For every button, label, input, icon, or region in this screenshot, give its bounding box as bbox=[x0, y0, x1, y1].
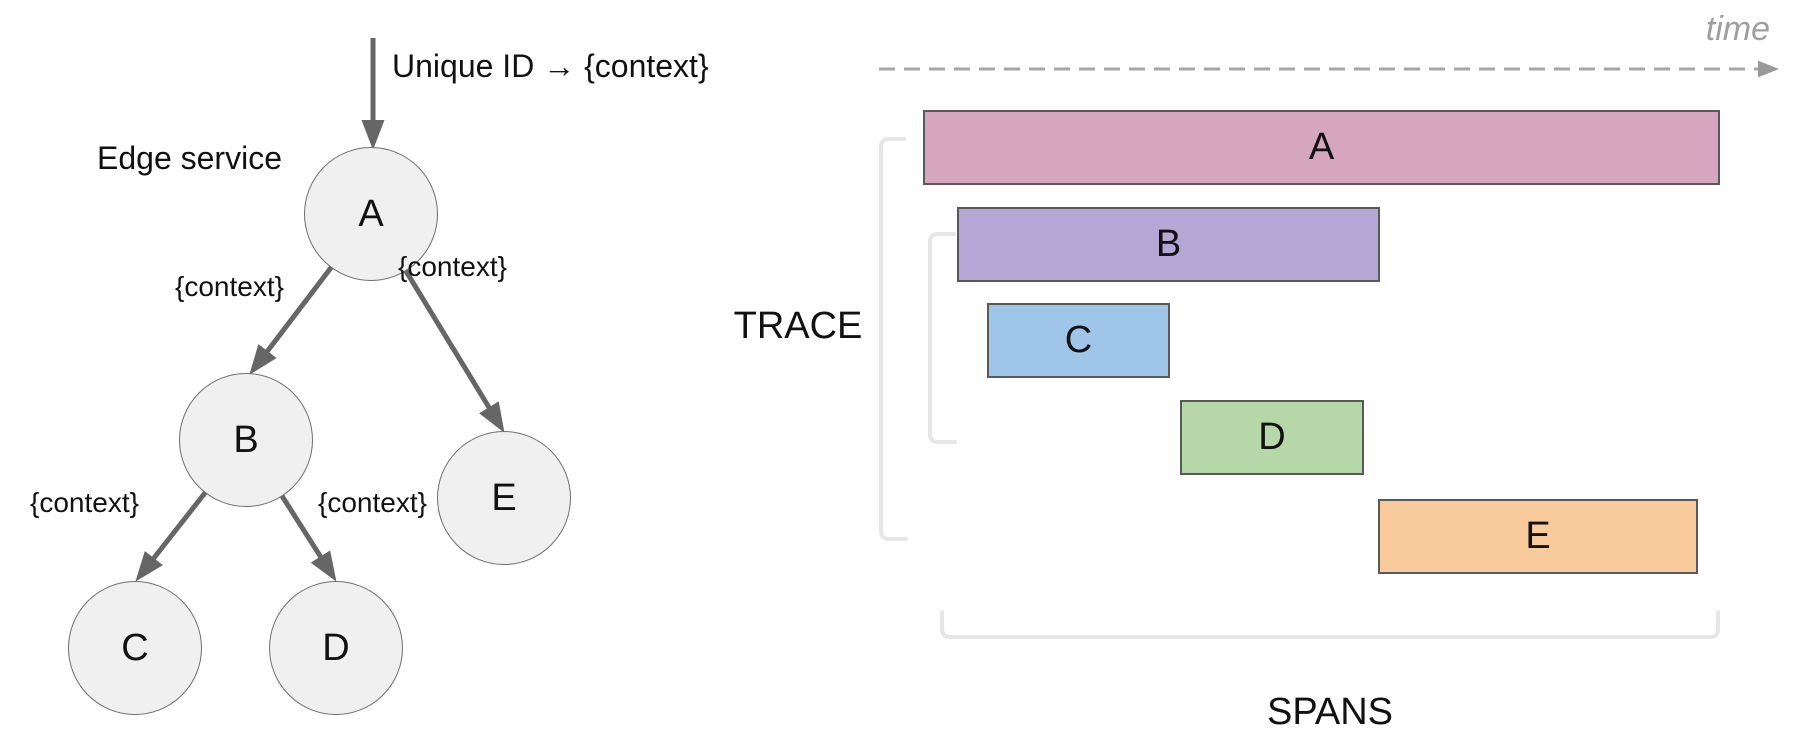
span-bar-a: A bbox=[923, 110, 1720, 185]
context-label-a-b: {context} bbox=[175, 271, 284, 302]
node-d-label: D bbox=[322, 626, 350, 669]
span-bar-label: B bbox=[1155, 223, 1182, 265]
span-bar-e: E bbox=[1378, 499, 1698, 574]
span-bar-b: B bbox=[957, 207, 1380, 282]
time-axis-label: time bbox=[1705, 10, 1770, 48]
context-label-a-e: {context} bbox=[398, 251, 507, 282]
node-c-label: C bbox=[121, 626, 149, 669]
span-bar-label: D bbox=[1258, 416, 1286, 458]
node-b: B bbox=[179, 373, 313, 507]
edge-service-label: Edge service bbox=[97, 140, 282, 176]
span-bar-label: A bbox=[1308, 126, 1335, 168]
node-e-label: E bbox=[491, 476, 517, 519]
context-label-b-d: {context} bbox=[318, 487, 427, 518]
subtree-bracket bbox=[928, 232, 957, 444]
trace-bracket bbox=[879, 137, 908, 541]
spans-bracket bbox=[940, 610, 1720, 639]
node-a-label: A bbox=[358, 192, 384, 235]
span-bar-label: E bbox=[1525, 515, 1551, 557]
trace-label: TRACE bbox=[733, 305, 863, 347]
node-a: A bbox=[304, 147, 438, 281]
span-bar-c: C bbox=[987, 303, 1170, 378]
node-c: C bbox=[68, 581, 202, 715]
context-label-b-c: {context} bbox=[30, 487, 139, 518]
unique-id-label: Unique ID → {context} bbox=[392, 48, 709, 84]
span-bar-label: C bbox=[1064, 319, 1093, 361]
span-bar-d: D bbox=[1180, 400, 1364, 475]
node-d: D bbox=[269, 581, 403, 715]
spans-label: SPANS bbox=[1266, 691, 1394, 733]
node-b-label: B bbox=[233, 418, 259, 461]
node-e: E bbox=[437, 431, 571, 565]
